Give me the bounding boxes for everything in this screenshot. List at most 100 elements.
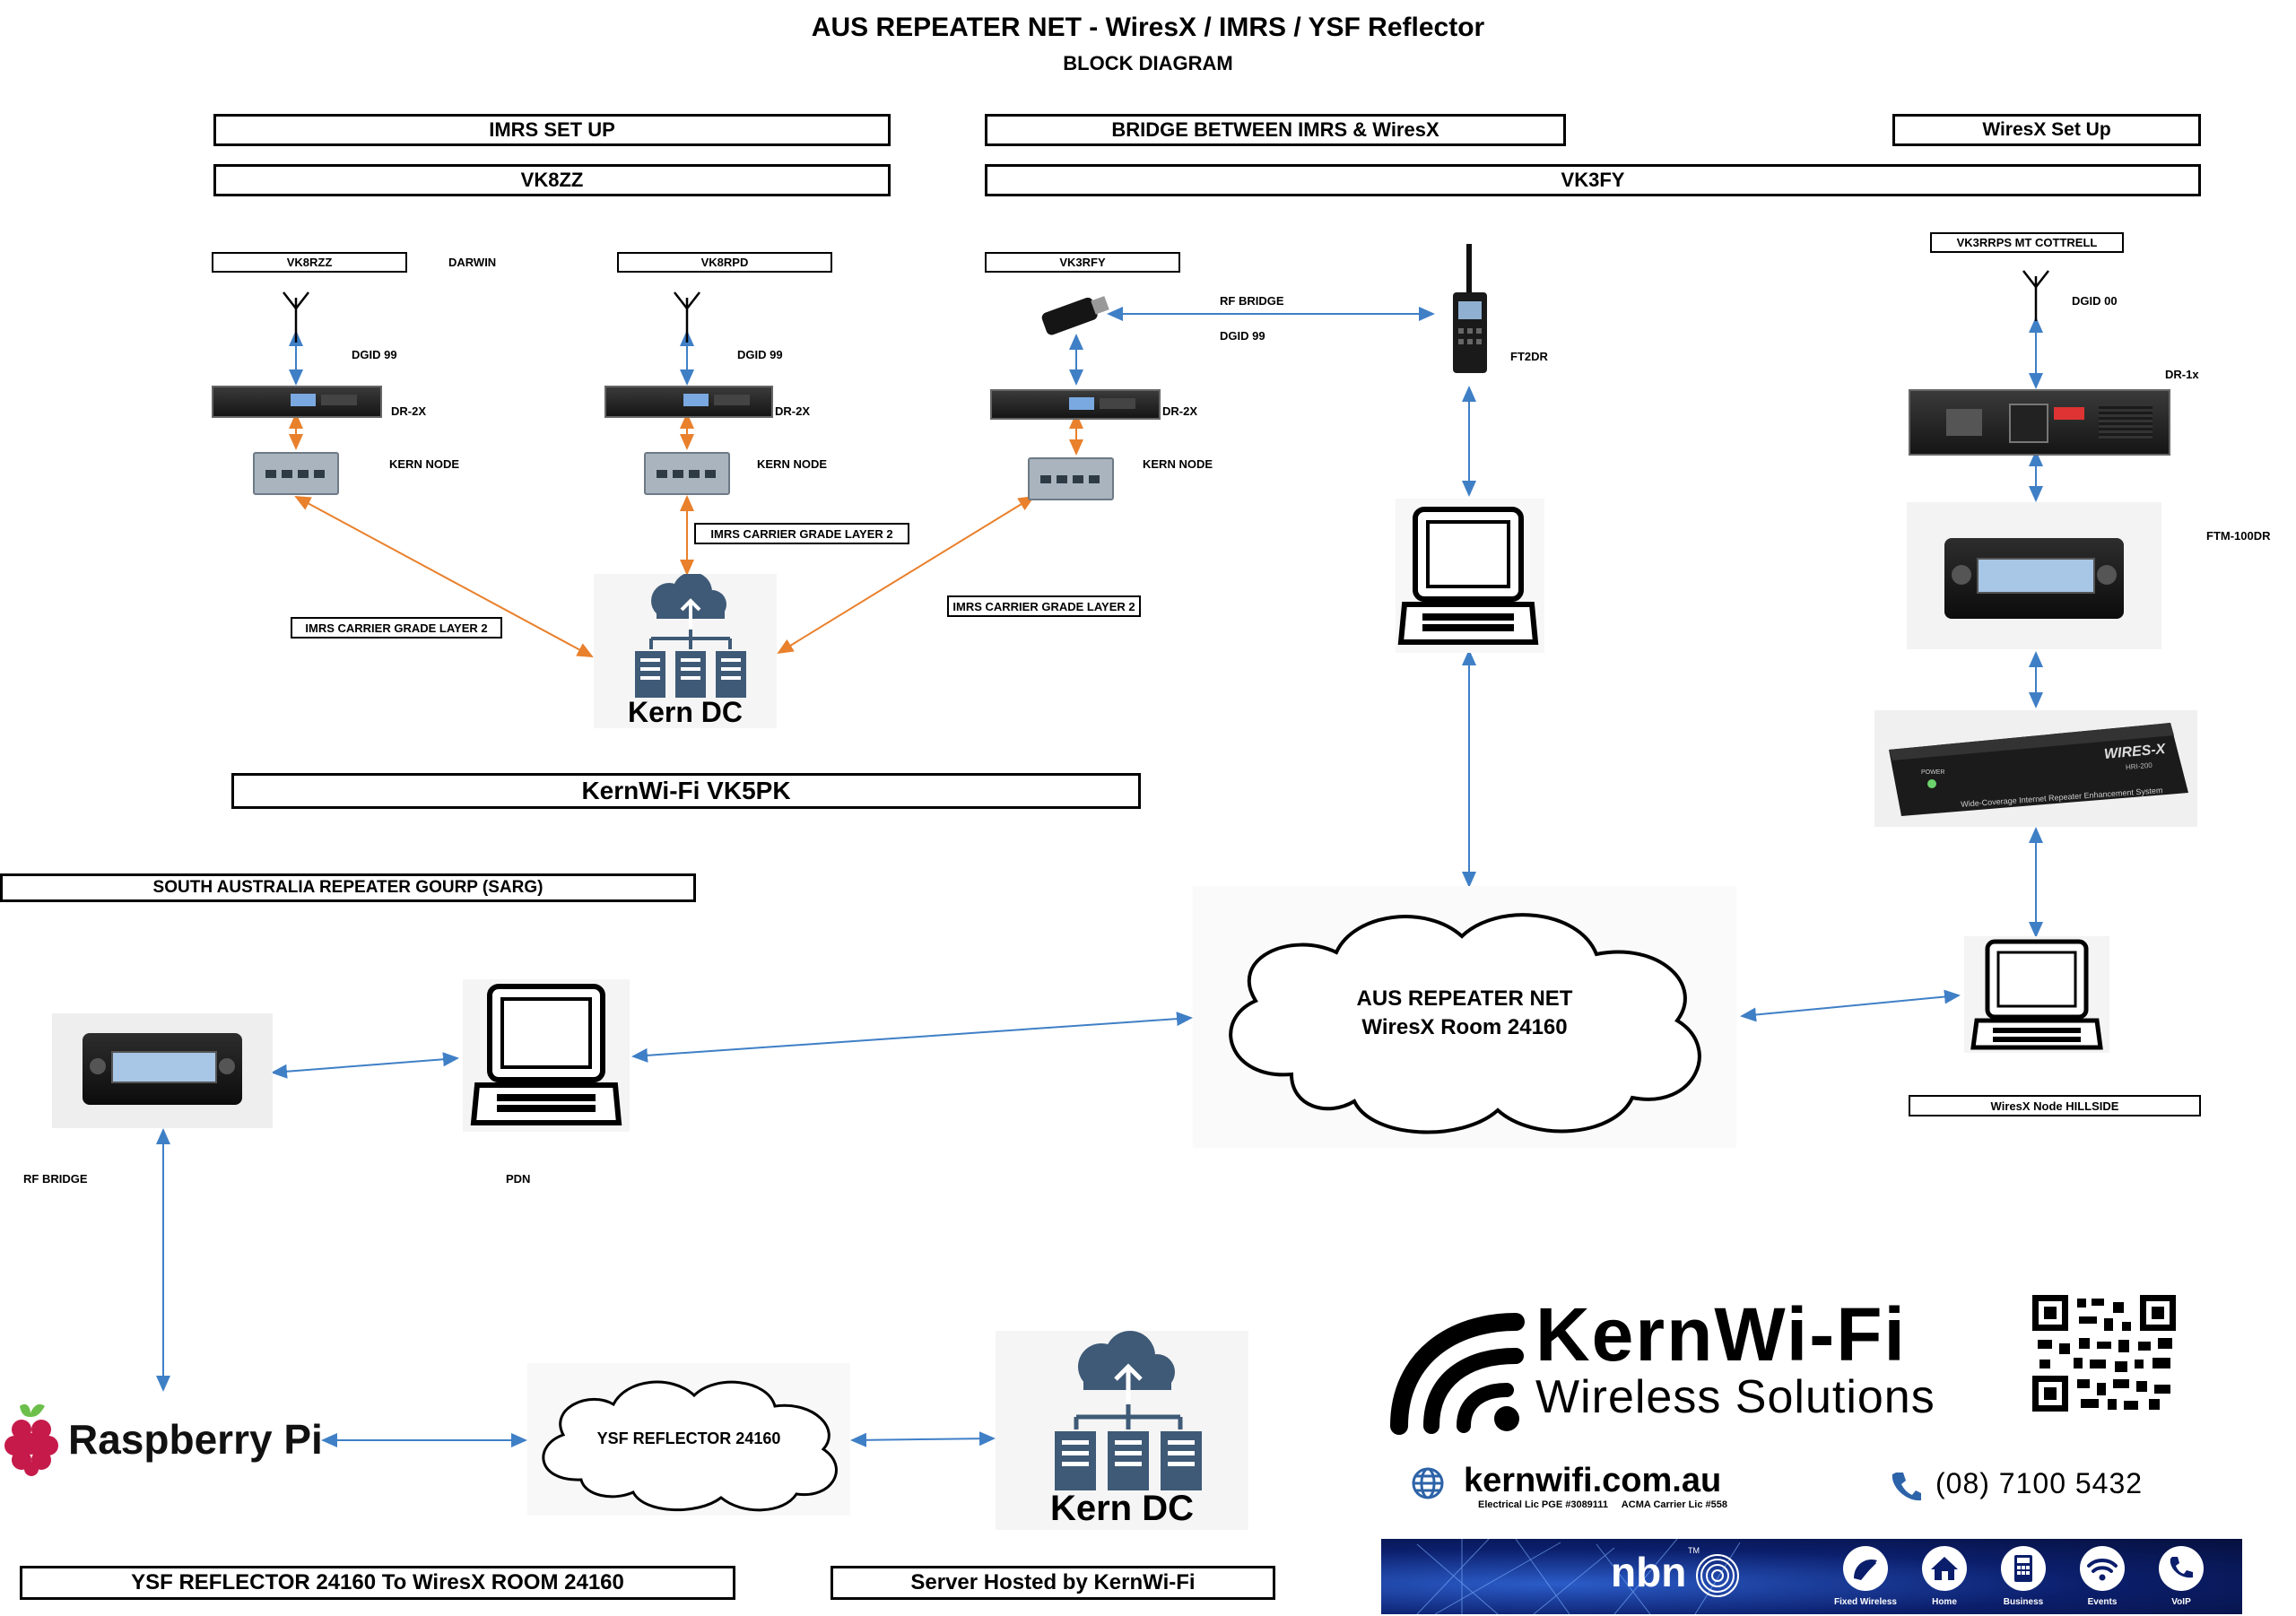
antenna-icon — [283, 291, 309, 343]
kernwifi-branding: KernWi-Fi Wireless Solutions kernwifi.co… — [1381, 1291, 2242, 1614]
globe-icon — [1412, 1467, 1444, 1499]
brand-tagline: Wireless Solutions — [1535, 1371, 1935, 1423]
link-kernnode-a-dc — [294, 496, 594, 657]
node-box-vk8rzz: VK8RZZ — [212, 252, 407, 273]
phone-handset-icon — [2159, 1546, 2204, 1591]
label-dr2x-b: DR-2X — [775, 404, 811, 418]
link-pdn-cloud — [631, 1012, 1193, 1063]
cloud-label-line2: WiresX Room 24160 — [1361, 1015, 1568, 1039]
label-pdn: PDN — [506, 1172, 531, 1186]
label-dgid00: DGID 00 — [2072, 294, 2118, 308]
phone-icon — [1892, 1473, 1921, 1501]
dr2x-repeater — [990, 389, 1161, 420]
section-bridge: BRIDGE BETWEEN IMRS & WiresX — [985, 114, 1566, 146]
laptop-icon — [1396, 499, 1544, 653]
kern-dc-top-label: Kern DC — [627, 696, 743, 728]
link-cloud-hillside — [1740, 989, 1961, 1022]
node-box-wiresx-hillside: WiresX Node HILLSIDE — [1909, 1095, 2201, 1116]
dr2x-repeater — [604, 386, 773, 418]
kern-node-switch — [644, 452, 730, 495]
ftm100dr-radio — [1907, 502, 2161, 649]
section-kernwifi-vk5pk: KernWi-Fi VK5PK — [231, 773, 1141, 809]
label-dr1x: DR-1x — [2165, 368, 2199, 381]
kern-node-switch — [1028, 457, 1114, 500]
dr1x-repeater — [1909, 389, 2170, 456]
kern-node-switch — [253, 452, 339, 495]
nbn-banner: nbn TM Fixed Wireless Home Business Even… — [1381, 1539, 2242, 1614]
wifi-icon — [2080, 1546, 2125, 1591]
cloud-icon — [542, 1380, 838, 1512]
qr-code-icon — [2032, 1295, 2176, 1412]
section-sarg: SOUTH AUSTRALIA REPEATER GOURP (SARG) — [0, 873, 696, 902]
service-business: Business — [1987, 1544, 2059, 1607]
service-events: Events — [2066, 1544, 2138, 1607]
service-label: Events — [2087, 1597, 2118, 1607]
raspberry-pi: Raspberry Pi — [0, 1399, 323, 1480]
service-label: Business — [2003, 1597, 2044, 1607]
service-label: Fixed Wireless — [1834, 1597, 1897, 1607]
cloud-icon — [1229, 913, 1701, 1134]
diagram-title: AUS REPEATER NET - WiresX / IMRS / YSF R… — [811, 13, 1485, 42]
node-box-vk8rpd: VK8RPD — [617, 252, 832, 273]
label-dgid99-b: DGID 99 — [737, 348, 783, 361]
label-rf-bridge-top: RF BRIDGE — [1220, 294, 1284, 308]
raspberry-icon — [4, 1403, 58, 1476]
kern-dc-bottom: Kern DC — [996, 1331, 1248, 1530]
label-kern-node-a: KERN NODE — [389, 457, 460, 471]
label-imrs-layer2-a: IMRS CARRIER GRADE LAYER 2 — [291, 617, 502, 639]
label-rf-bridge-left: RF BRIDGE — [23, 1172, 88, 1186]
brand-phone: (08) 7100 5432 — [1935, 1467, 2144, 1499]
nbn-rings-icon — [1696, 1554, 1739, 1597]
section-vk3fy: VK3FY — [985, 164, 2201, 196]
ft2dr-handheld-icon — [1453, 244, 1487, 373]
ftm100dr-radio — [52, 1013, 273, 1128]
label-kern-node-b: KERN NODE — [757, 457, 828, 471]
laptop-icon — [1964, 936, 2109, 1053]
brand-licences: Electrical Lic PGE #3089111 ACMA Carrier… — [1478, 1499, 1728, 1510]
fibre-lines-decoration — [1416, 1539, 1741, 1614]
ysf-reflector-label: YSF REFLECTOR 24160 — [596, 1429, 781, 1447]
label-kern-node-c: KERN NODE — [1143, 457, 1213, 471]
node-box-vk3rrps: VK3RRPS MT COTTRELL — [1930, 232, 2124, 253]
home-icon — [1922, 1546, 1967, 1591]
antenna-icon — [674, 291, 700, 343]
label-dr2x-c: DR-2X — [1162, 404, 1198, 418]
label-dr2x-a: DR-2X — [391, 404, 427, 418]
label-dgid99-c: DGID 99 — [1220, 329, 1265, 343]
service-label: Home — [1932, 1597, 1957, 1607]
section-vk8zz: VK8ZZ — [213, 164, 891, 196]
section-wiresx-setup: WiresX Set Up — [1892, 114, 2201, 146]
kern-dc-bottom-label: Kern DC — [1049, 1489, 1195, 1528]
section-ysf-to-wiresx: YSF REFLECTOR 24160 To WiresX ROOM 24160 — [20, 1566, 735, 1600]
rf-bridge-dongle-icon — [1041, 296, 1109, 335]
service-home: Home — [1909, 1544, 1980, 1607]
nbn-tm: TM — [1688, 1546, 1700, 1555]
cloud-label-line1: AUS REPEATER NET — [1356, 986, 1573, 1011]
aus-repeater-net-cloud: AUS REPEATER NET WiresX Room 24160 — [1193, 886, 1736, 1148]
label-imrs-layer2-b: IMRS CARRIER GRADE LAYER 2 — [694, 523, 909, 544]
kern-dc-top: Kern DC — [594, 572, 777, 728]
node-box-vk3rfy: VK3RFY — [985, 252, 1180, 273]
hri200-power-label: POWER — [1921, 769, 1945, 776]
wifi-logo-icon — [1390, 1313, 1525, 1435]
section-server-hosted: Server Hosted by KernWi-Fi — [831, 1566, 1275, 1600]
link-kernnode-c-dc — [777, 495, 1035, 655]
diagram-subtitle: BLOCK DIAGRAM — [1063, 52, 1233, 74]
nbn-logo-text: nbn — [1611, 1549, 1687, 1595]
label-darwin: DARWIN — [448, 256, 497, 269]
service-label: VoIP — [2171, 1597, 2191, 1607]
label-imrs-layer2-c: IMRS CARRIER GRADE LAYER 2 — [947, 595, 1141, 617]
section-imrs-setup: IMRS SET UP — [213, 114, 891, 146]
label-ftm100dr: FTM-100DR — [2206, 529, 2271, 543]
label-dgid99-a: DGID 99 — [352, 348, 397, 361]
raspberry-pi-label: Raspberry Pi — [68, 1416, 323, 1463]
brand-name: KernWi-Fi — [1535, 1292, 1907, 1377]
satellite-dish-icon — [1843, 1546, 1888, 1591]
label-ft2dr: FT2DR — [1510, 350, 1548, 363]
link-radio-pdn — [271, 1052, 459, 1079]
hri200-interface: WIRES-X HRI-200 POWER Wide-Coverage Inte… — [1874, 710, 2197, 827]
service-fixed-wireless: Fixed Wireless — [1830, 1544, 1901, 1607]
cloud-server-icon — [635, 572, 746, 698]
calculator-icon — [2001, 1546, 2046, 1591]
